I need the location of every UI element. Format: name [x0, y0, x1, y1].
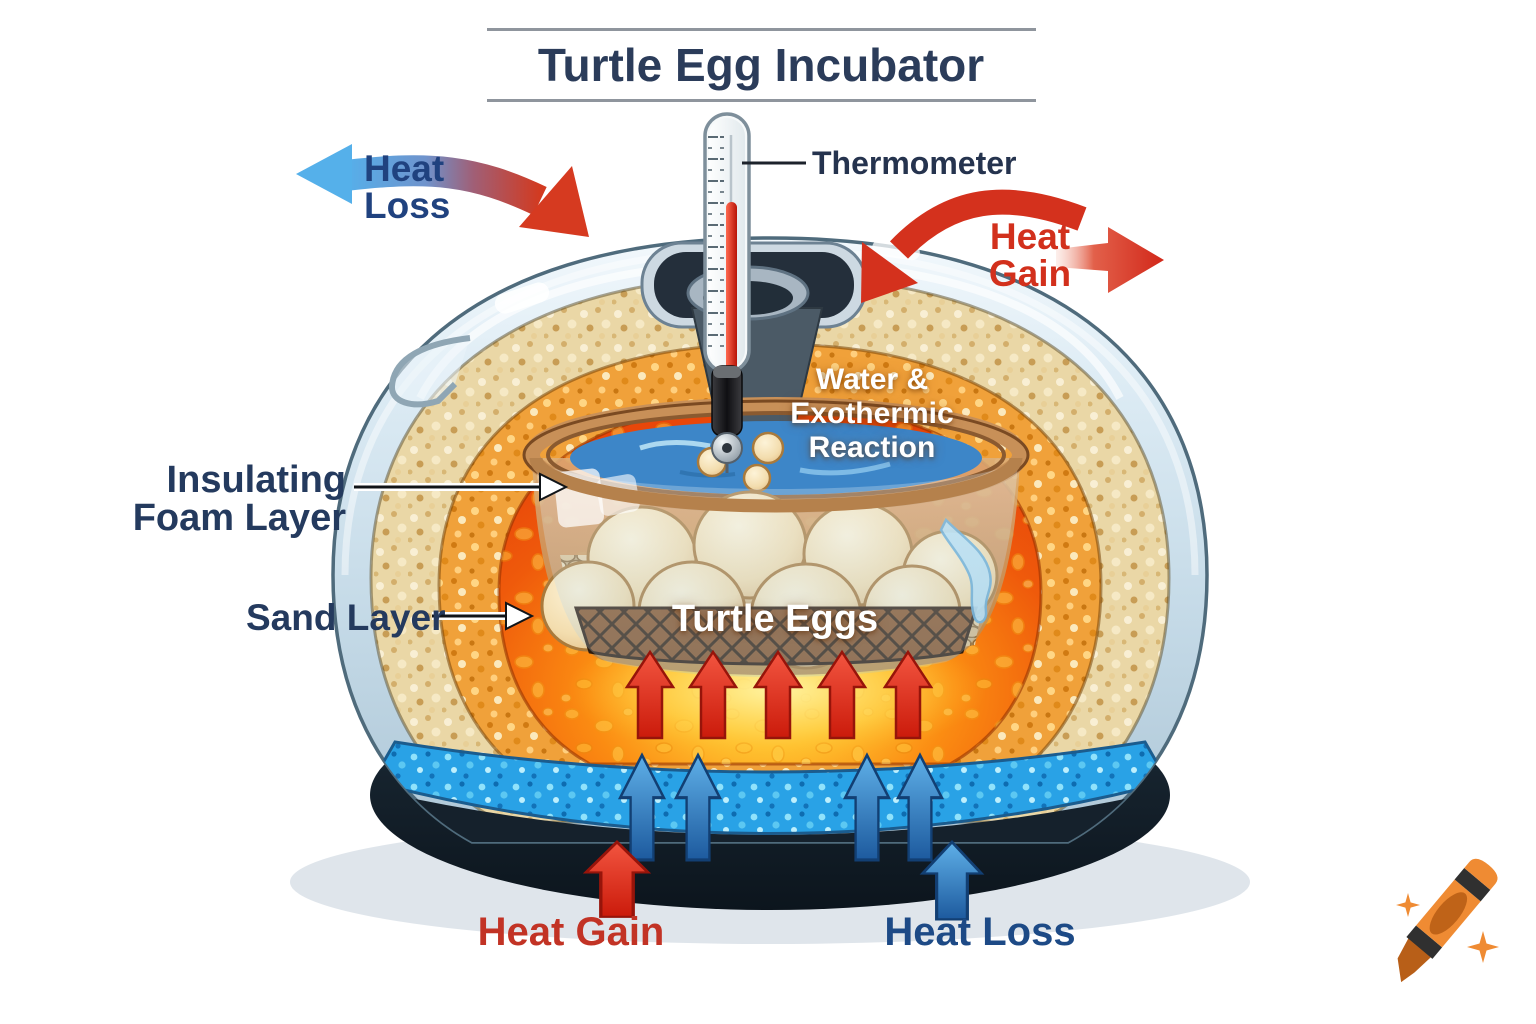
title-rule-bottom [487, 99, 1036, 102]
inner-pot [522, 397, 1030, 677]
heat-loss-top-line2: Loss [364, 185, 451, 226]
floating-eggs [696, 431, 785, 493]
label-heat-gain-top: Heat Gain [970, 218, 1090, 292]
pot-front-glass [536, 462, 1018, 677]
heat-gain-top-line1: Heat [989, 216, 1071, 257]
water-reaction-line2: Exothermic [790, 396, 954, 430]
heat-loss-top-line1: Heat [364, 148, 445, 189]
sand-layer-leader [432, 601, 535, 631]
red-arrowhead [519, 166, 589, 237]
label-thermometer: Thermometer [812, 145, 1017, 181]
sparkle-icon [1396, 893, 1420, 917]
insulating-foam-line2: Foam Layer [132, 497, 346, 539]
water-reaction-line1: Water & [815, 363, 929, 396]
water-reaction-line3: Reaction [808, 430, 936, 464]
heat-loss-curved-arrow [296, 144, 589, 237]
label-heat-loss-top: Heat Loss [364, 150, 450, 224]
title-rule-top [487, 28, 1036, 31]
red-arrowhead [861, 242, 918, 303]
heat-gain-right-arrow [1056, 227, 1164, 293]
label-insulating-foam: Insulating Foam Layer [128, 461, 346, 537]
heat-gain-top-line2: Gain [988, 253, 1072, 294]
crayon-logo [1396, 858, 1499, 983]
label-water-reaction: Water & Exothermic Reaction [752, 363, 992, 465]
leader-lines [354, 161, 806, 631]
sparkle-icon [1467, 931, 1499, 963]
page-title: Turtle Egg Incubator [537, 39, 985, 91]
glass-lid-lip [389, 335, 471, 408]
thermometer [703, 112, 751, 473]
label-sand-layer: Sand Layer [246, 597, 446, 638]
mercury-column [726, 202, 737, 372]
label-turtle-eggs: Turtle Eggs [671, 598, 879, 640]
blue-arrowhead [296, 144, 352, 204]
label-heat-loss-bottom: Heat Loss [884, 910, 1076, 954]
heat-gain-curved-arrow [861, 189, 1087, 303]
label-heat-gain-bottom: Heat Gain [477, 910, 665, 954]
insulating-foam-leader [354, 472, 569, 502]
thermometer-ticks [708, 132, 724, 356]
insulating-foam-line1: Insulating [166, 459, 346, 501]
base-inner-band [356, 786, 1184, 842]
